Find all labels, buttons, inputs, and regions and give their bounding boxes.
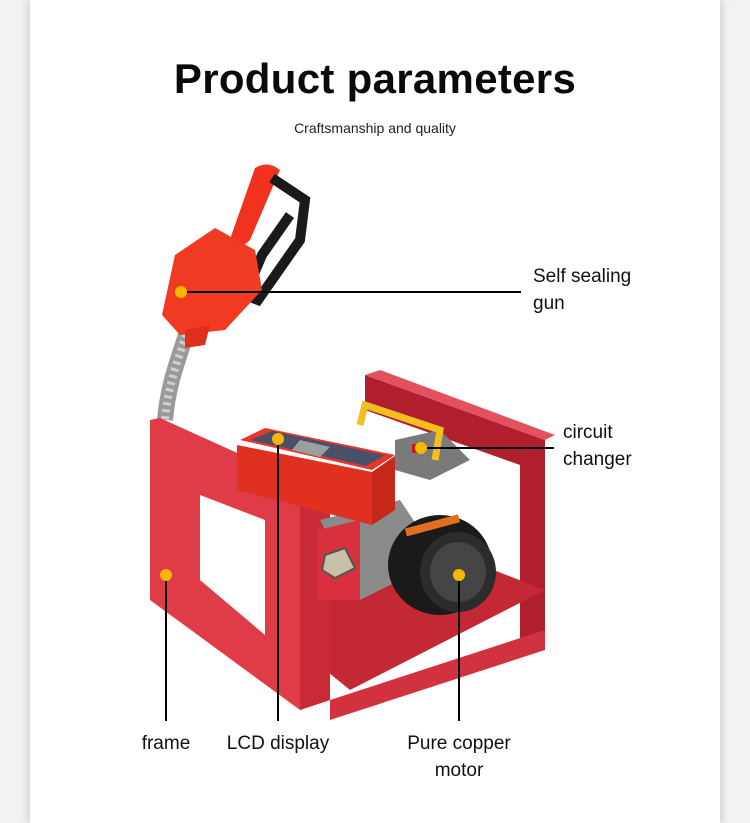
nozzle — [162, 164, 311, 348]
motor-callout-dot — [453, 569, 465, 581]
gun-callout-dot — [175, 286, 187, 298]
page-title: Product parameters — [173, 55, 577, 102]
lcd-callout-dot — [272, 433, 284, 445]
circuit-label-line-2: changer — [563, 449, 632, 470]
motor-callout-line — [458, 575, 460, 721]
circuit-callout-dot — [415, 442, 427, 454]
frame-label-line-1: frame — [141, 733, 191, 754]
motor-label: Pure copper motor — [393, 730, 525, 784]
frame-callout-dot — [160, 569, 172, 581]
circuit-label-line-1: circuit — [563, 422, 613, 443]
motor — [388, 514, 496, 615]
frame-label: frame — [125, 730, 207, 757]
frame-callout-line — [165, 575, 167, 721]
lcd-label-line-1: LCD display — [226, 733, 330, 754]
circuit-callout-line — [421, 447, 554, 449]
motor-label-line-2: motor — [434, 760, 484, 781]
circuit-label: circuit changer — [563, 419, 632, 473]
hose — [157, 332, 194, 421]
motor-label-line-1: Pure copper — [407, 733, 511, 754]
lcd-callout-line — [277, 439, 279, 721]
lcd-label: LCD display — [218, 730, 338, 757]
page-subtitle: Craftsmanship and quality — [294, 120, 456, 136]
gun-label-line-1: Self sealing — [533, 266, 632, 287]
gun-callout-line — [181, 291, 521, 293]
gun-label: Self sealing gun — [533, 263, 631, 317]
gun-label-line-2: gun — [533, 293, 565, 314]
